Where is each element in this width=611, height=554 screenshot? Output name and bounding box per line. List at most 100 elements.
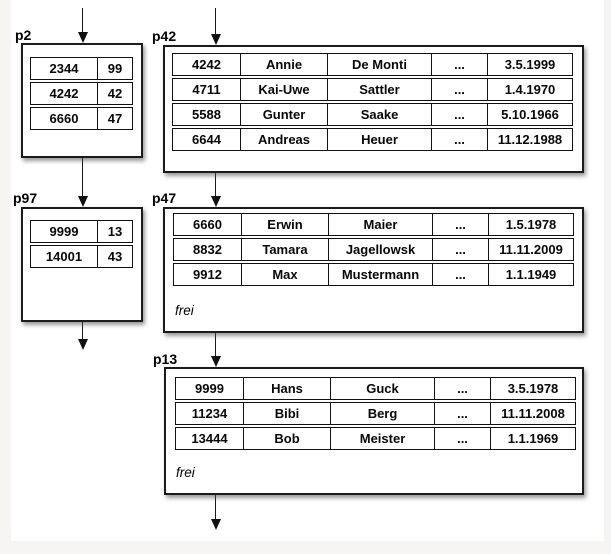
arrow-head-icon xyxy=(210,34,221,45)
arrow-head-icon xyxy=(77,196,88,207)
arrow-head-icon xyxy=(77,339,88,350)
arrow-head-icon xyxy=(210,196,221,207)
table-cell: 11.11.2008 xyxy=(490,403,575,424)
table-cell: 5.10.1966 xyxy=(487,104,572,125)
table-cell: Meister xyxy=(330,428,434,449)
table-cell: Berg xyxy=(330,403,434,424)
table-cell: 11234 xyxy=(191,406,228,421)
arrow-shaft xyxy=(214,495,217,522)
table-cell: Mustermann xyxy=(328,264,432,285)
table-cell: Andreas xyxy=(240,129,327,150)
table-cell: 4242 xyxy=(49,86,79,101)
table-cell: Maier xyxy=(328,214,432,235)
table-cell: 6660 xyxy=(49,111,79,126)
table-cell: 3.5.1999 xyxy=(487,54,572,75)
arrow-head-icon xyxy=(210,356,221,367)
table-cell: Bibi xyxy=(243,403,330,424)
arrow-p47-to-p13 xyxy=(210,333,221,367)
table-cell: ... xyxy=(434,428,490,449)
table-cell: ... xyxy=(431,54,487,75)
table-row: 9999 13 xyxy=(30,220,133,243)
table-cell: ... xyxy=(432,264,488,285)
table-cell: 6644 xyxy=(192,132,221,147)
table-cell: Sattler xyxy=(327,79,431,100)
arrow-p97-down xyxy=(77,322,88,350)
table-cell: 5588 xyxy=(192,107,221,122)
table-cell: ... xyxy=(434,378,490,399)
index-table-p97: 9999 13 14001 43 xyxy=(30,220,133,270)
table-cell: 11.11.2009 xyxy=(488,239,573,260)
table-cell: 6660 xyxy=(193,217,222,232)
table-cell: 43 xyxy=(97,246,132,267)
free-space-label: frei xyxy=(176,465,195,480)
table-cell: 14001 xyxy=(45,249,83,264)
page-label-p42: p42 xyxy=(152,28,177,44)
table-cell: 13444 xyxy=(191,431,228,446)
table-cell: Erwin xyxy=(241,214,328,235)
table-cell: Tamara xyxy=(241,239,328,260)
arrow-head-icon xyxy=(210,519,221,530)
table-cell: ... xyxy=(431,129,487,150)
table-cell: Annie xyxy=(240,54,327,75)
arrow-shaft xyxy=(214,8,217,37)
table-cell: 3.5.1978 xyxy=(490,378,575,399)
table-cell: ... xyxy=(432,239,488,260)
table-cell: 9999 xyxy=(195,381,224,396)
arrow-into-p42 xyxy=(210,8,221,45)
arrow-shaft xyxy=(214,173,217,199)
table-cell: 1.1.1949 xyxy=(488,264,573,285)
table-cell: Gunter xyxy=(240,104,327,125)
free-space-label: frei xyxy=(175,303,194,318)
table-cell: 1.1.1969 xyxy=(490,428,575,449)
arrow-p13-down xyxy=(210,495,221,530)
table-cell: Bob xyxy=(243,428,330,449)
table-cell: 99 xyxy=(97,58,132,79)
table-cell: Hans xyxy=(243,378,330,399)
table-cell: 13 xyxy=(97,221,132,242)
table-cell: 9912 xyxy=(193,267,222,282)
table-cell: Heuer xyxy=(327,129,431,150)
table-cell: Saake xyxy=(327,104,431,125)
arrow-shaft xyxy=(81,158,84,199)
table-cell: 8832 xyxy=(193,242,222,257)
arrow-shaft xyxy=(214,333,217,359)
table-cell: 4711 xyxy=(192,82,221,97)
table-row: 14001 43 xyxy=(30,245,133,268)
table-cell: 9999 xyxy=(49,224,79,239)
table-cell: ... xyxy=(434,403,490,424)
arrow-head-icon xyxy=(77,32,88,43)
arrow-p42-to-p47 xyxy=(210,173,221,207)
table-cell: ... xyxy=(432,214,488,235)
arrow-shaft xyxy=(81,8,84,35)
table-cell: 2344 xyxy=(49,61,79,76)
table-cell: 42 xyxy=(97,83,132,104)
table-cell: Jagellowsk xyxy=(328,239,432,260)
page-label-p97: p97 xyxy=(13,190,38,206)
table-row: 2344 99 xyxy=(30,57,133,80)
arrow-shaft xyxy=(81,322,84,342)
table-cell: 1.5.1978 xyxy=(488,214,573,235)
table-cell: ... xyxy=(431,104,487,125)
table-cell: De Monti xyxy=(327,54,431,75)
table-cell: 4242 xyxy=(192,57,221,72)
arrow-p2-to-p97 xyxy=(77,158,88,207)
table-cell: Kai-Uwe xyxy=(240,79,327,100)
arrow-into-p2 xyxy=(77,8,88,43)
